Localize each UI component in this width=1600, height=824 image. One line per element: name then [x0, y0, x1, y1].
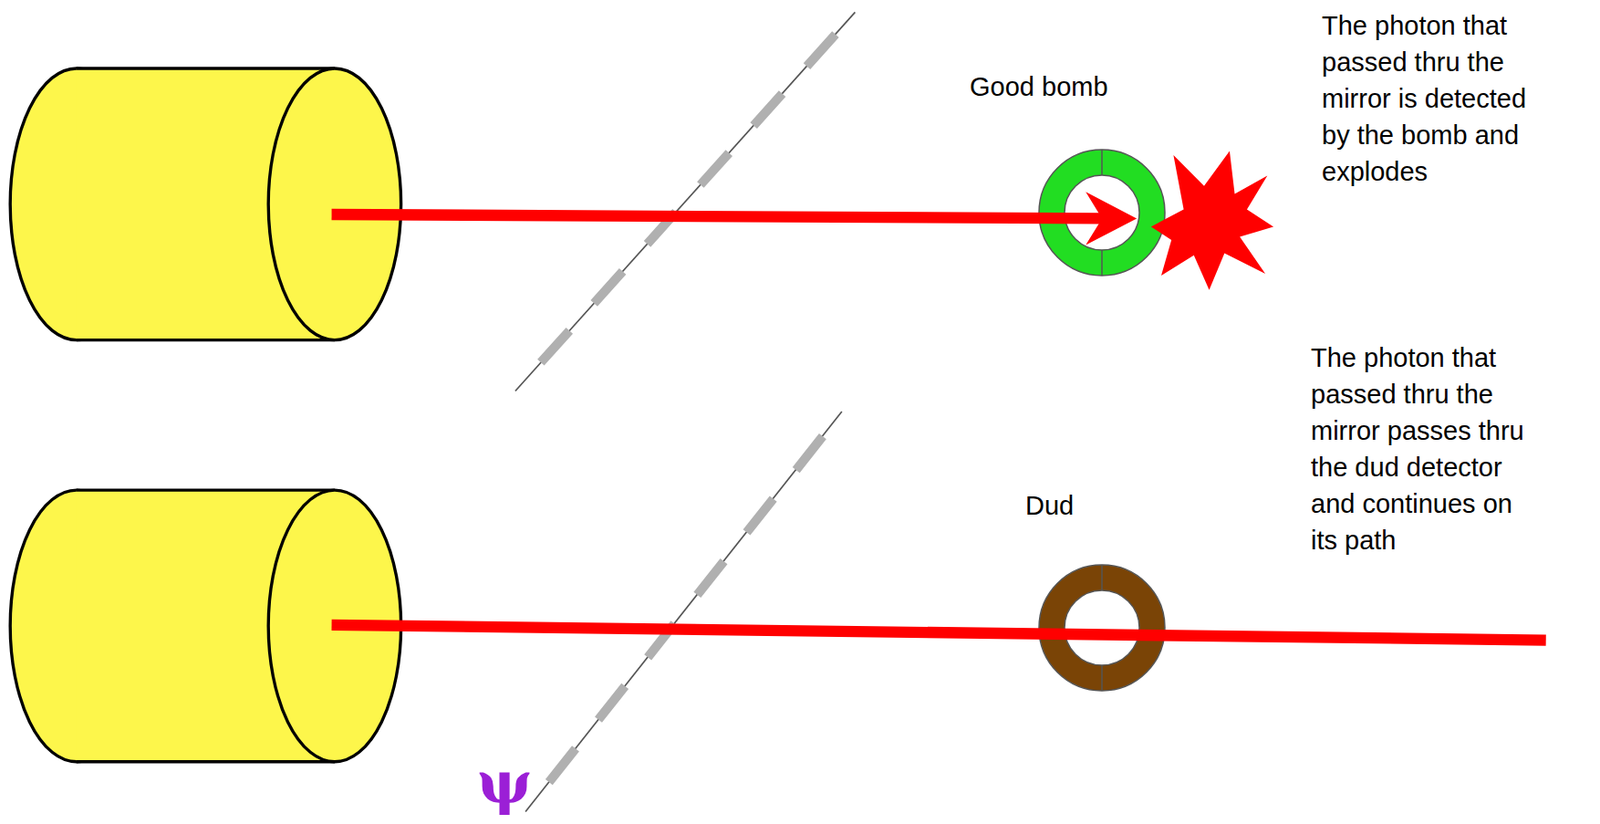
wavefunction-symbol: ψ: [477, 753, 532, 812]
beam-splitter: [515, 11, 856, 391]
node-label: Dud: [1025, 489, 1074, 522]
explanation-note: The photon that passed thru the mirror i…: [1321, 7, 1550, 190]
detector-ring: [969, 71, 1169, 280]
beam-arrowhead: [1085, 191, 1137, 245]
bomb-detector: Good bomb: [969, 71, 1169, 280]
photon-beam: [332, 624, 1547, 641]
node-label: Good bomb: [969, 71, 1109, 104]
detector-ring: [1025, 489, 1169, 695]
photon-beam: [332, 214, 1103, 219]
explosion: [1151, 151, 1274, 291]
bomb-detector: Dud: [1025, 489, 1169, 695]
beam-splitter: [525, 411, 842, 812]
laser-cylinder: [10, 489, 401, 762]
explanation-note: The photon that passed thru the mirror p…: [1310, 339, 1539, 559]
laser-cylinder: [10, 68, 401, 341]
